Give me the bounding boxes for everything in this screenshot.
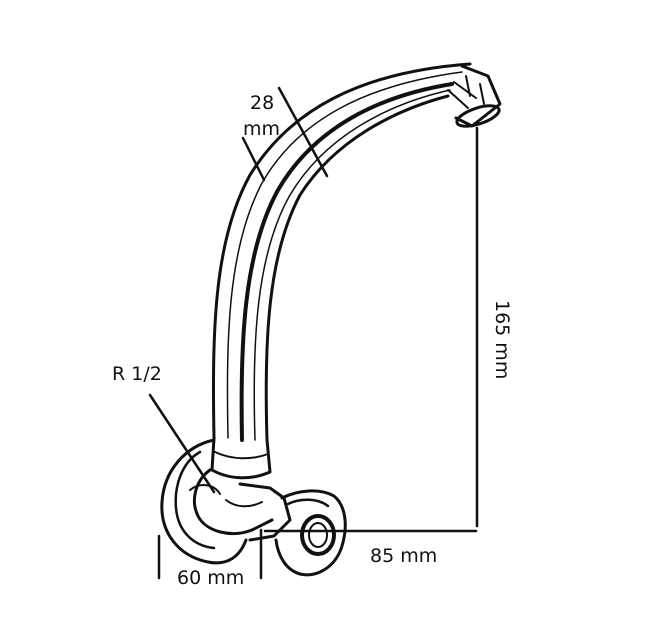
dimension-labels: 28 mm R 1/2 165 mm 85 mm 60 mm [112,92,513,589]
thread-label: R 1/2 [112,363,162,385]
dimension-lines [148,86,479,580]
height-label: 165 mm [491,300,513,379]
handle [274,489,347,577]
aerator [447,64,502,128]
depth-label: 60 mm [177,567,244,589]
handle-cap-icon [300,514,336,556]
spout-pipe [211,62,472,442]
valve-body [193,468,292,542]
pipe-diameter-value: 28 [250,92,274,114]
pipe-diameter-leader-outer [241,136,266,182]
pipe-diameter-leader [277,86,329,178]
thread-leader [148,393,216,494]
reach-label: 85 mm [370,545,437,567]
wall-flange [160,438,248,565]
pipe-diameter-unit: mm [243,118,280,140]
pipe-collar [210,436,272,480]
